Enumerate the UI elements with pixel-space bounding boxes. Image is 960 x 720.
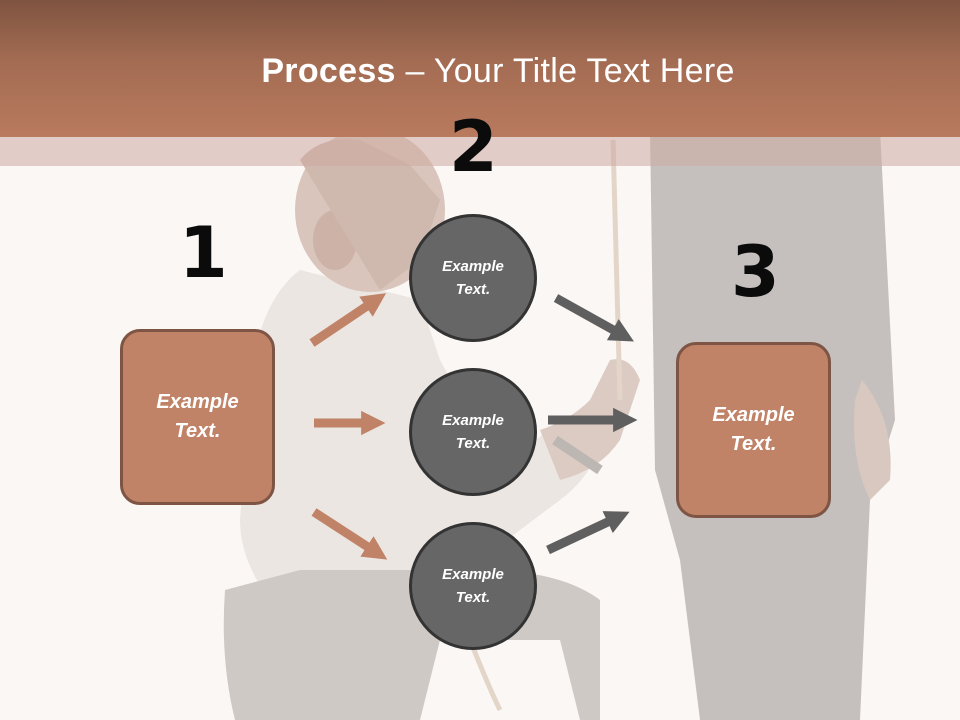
title-rest: – Your Title Text Here (395, 52, 735, 90)
arrow-up-right-gray (546, 511, 630, 555)
step-box-3-text: Example Text. (712, 404, 795, 455)
circle-middle-text: Example Text. (442, 412, 504, 452)
circle-bottom: Example Text. (409, 522, 537, 650)
circle-bottom-text: Example Text. (442, 566, 504, 606)
title-banner (0, 0, 960, 137)
step-box-1: Example Text. (120, 329, 275, 505)
slide-title: Process – Your Title Text Here (0, 52, 960, 91)
circle-middle: Example Text. (409, 368, 537, 496)
step-number-2: 2 (449, 106, 498, 188)
title-bold: Process (261, 52, 396, 90)
title-banner-strip (0, 137, 960, 166)
step-box-3: Example Text. (676, 342, 831, 518)
step-box-1-text: Example Text. (156, 391, 239, 442)
circle-top: Example Text. (409, 214, 537, 342)
arrow-up-right (309, 293, 387, 347)
circle-top-text: Example Text. (442, 258, 504, 298)
step-number-3: 3 (731, 231, 780, 313)
arrow-down-right-gray (553, 294, 634, 342)
step-number-1: 1 (179, 212, 228, 294)
arrow-down-right (311, 508, 388, 560)
